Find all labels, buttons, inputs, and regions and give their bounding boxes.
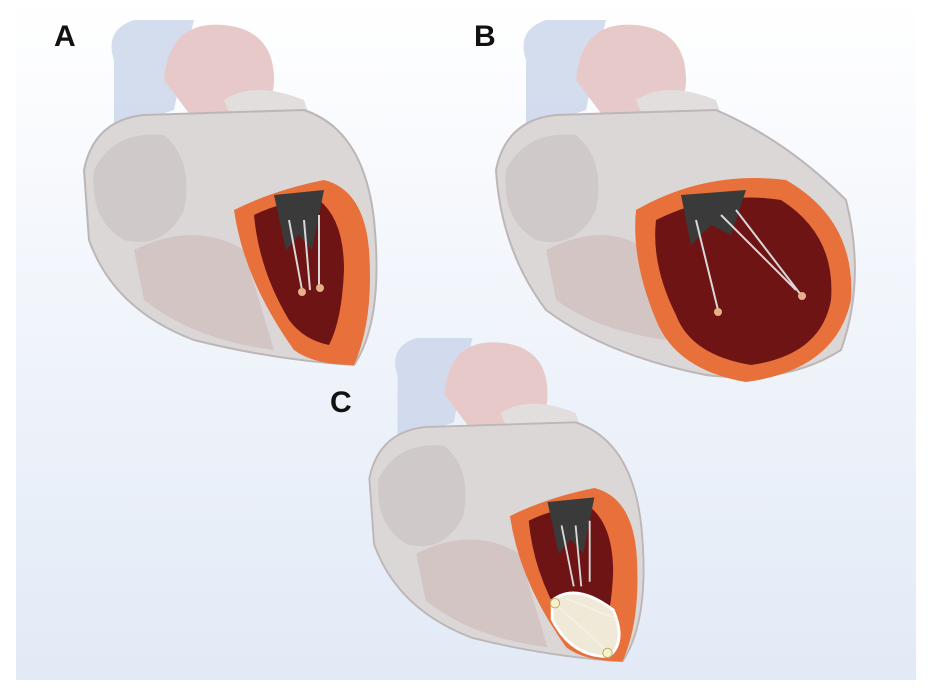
right-atrium xyxy=(378,445,466,547)
heart-normal-icon xyxy=(82,20,378,367)
right-ventricle xyxy=(546,235,666,340)
mitral-valve xyxy=(547,497,595,554)
device-anchor xyxy=(602,647,613,659)
lv-cavity xyxy=(655,197,832,365)
apical-device xyxy=(550,591,621,659)
figure-canvas: A B C xyxy=(16,0,916,680)
device-anchor xyxy=(549,598,561,609)
right-atrium xyxy=(505,134,599,242)
device-frame xyxy=(556,597,619,653)
right-ventricle xyxy=(416,539,548,648)
mitral-valve xyxy=(681,190,746,245)
right-atrium xyxy=(93,134,187,242)
panel-label-a: A xyxy=(54,20,76,53)
right-ventricle xyxy=(134,235,274,350)
heart-dilated-icon xyxy=(494,20,856,382)
heart-with-device-icon xyxy=(368,337,645,663)
chordae xyxy=(288,215,320,291)
mitral-valve xyxy=(274,190,324,250)
chordae xyxy=(560,520,591,587)
panel-label-b: B xyxy=(474,20,496,53)
panel-label-c: C xyxy=(330,386,352,419)
chordae xyxy=(695,209,802,311)
